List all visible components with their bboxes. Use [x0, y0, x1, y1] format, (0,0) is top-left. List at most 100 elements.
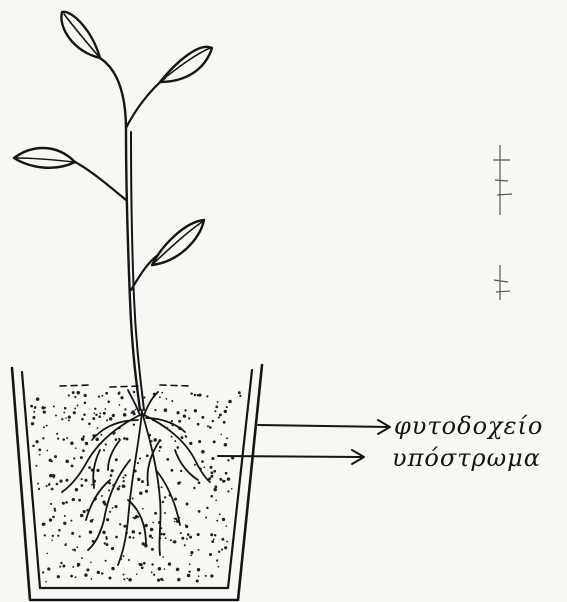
substrate-particle	[55, 415, 57, 417]
substrate-particle	[150, 528, 154, 532]
substrate-particle	[201, 460, 204, 463]
substrate-particle	[205, 575, 207, 577]
substrate-particle	[226, 541, 228, 543]
substrate-particle	[239, 395, 241, 397]
substrate-particle	[218, 566, 220, 568]
substrate-particle	[82, 449, 85, 452]
substrate-particle	[81, 557, 83, 559]
substrate-particle	[201, 450, 205, 454]
substrate-particle	[124, 408, 126, 410]
substrate-particle	[197, 568, 200, 571]
substrate-particle	[180, 470, 182, 472]
substrate-particle	[72, 549, 74, 551]
substrate-particle	[210, 475, 213, 478]
substrate-particle	[168, 562, 171, 565]
substrate-particle	[222, 518, 225, 521]
substrate-particle	[194, 394, 196, 396]
substrate-particle	[135, 409, 137, 411]
substrate-particle	[81, 478, 83, 480]
substrate-particle	[205, 516, 207, 518]
substrate-particle	[45, 581, 47, 583]
scan-marks	[493, 145, 512, 300]
substrate-particle	[231, 488, 233, 490]
substrate-particle	[62, 502, 65, 505]
substrate-particle	[109, 511, 111, 513]
leaf	[61, 12, 100, 58]
substrate-particle	[209, 426, 212, 429]
substrate-particle	[151, 563, 153, 565]
substrate-particle	[115, 438, 118, 441]
substrate-particle	[191, 555, 193, 557]
substrate-particle	[159, 396, 161, 398]
substrate-particle	[91, 484, 93, 486]
substrate-particle	[221, 434, 223, 436]
substrate-particle	[90, 561, 92, 563]
substrate-particle	[201, 416, 204, 419]
substrate-particle	[166, 458, 169, 461]
substrate-particle	[50, 503, 52, 505]
substrate-particle	[52, 516, 55, 519]
substrate-particle	[61, 418, 63, 420]
pot	[12, 365, 262, 600]
substrate-particle	[50, 460, 52, 462]
substrate-particle	[165, 537, 167, 539]
substrate-particle	[215, 499, 217, 501]
substrate-particle	[46, 425, 48, 427]
substrate-particle	[105, 443, 107, 445]
substrate-particle	[141, 480, 144, 483]
substrate-particle	[46, 450, 48, 452]
substrate-particle	[145, 524, 148, 527]
substrate-particle	[133, 412, 136, 415]
substrate-particle	[63, 522, 66, 525]
substrate-particle	[158, 567, 162, 571]
substrate-particle	[139, 491, 142, 494]
substrate-particle	[225, 525, 227, 527]
substrate-particle	[43, 410, 46, 413]
substrate-particle	[178, 420, 181, 423]
substrate-particle	[37, 483, 39, 485]
substrate-particle	[224, 443, 228, 447]
substrate-particle	[213, 488, 217, 492]
substrate-particle	[92, 417, 95, 420]
substrate-particle	[98, 415, 101, 418]
substrate-particle	[84, 402, 87, 405]
substrate-particle	[225, 472, 228, 475]
substrate-particle	[151, 548, 154, 551]
substrate-particle	[74, 407, 76, 409]
substrate-particle	[196, 579, 199, 582]
substrate-particle	[180, 532, 182, 534]
substrate-particle	[226, 437, 228, 439]
substrate-particle	[77, 565, 79, 567]
substrate-particle	[78, 499, 81, 502]
substrate-particle	[224, 410, 227, 413]
substrate-particle	[126, 578, 128, 580]
substrate-particle	[162, 556, 164, 558]
substrate-particle	[86, 568, 89, 571]
substrate-particle	[123, 485, 126, 488]
substrate-particle	[194, 464, 196, 466]
substrate-particle	[151, 537, 153, 539]
substrate-particle	[83, 510, 86, 513]
substrate-particle	[118, 391, 120, 393]
substrate-particle	[97, 427, 99, 429]
substrate-particle	[76, 546, 78, 548]
substrate-particle	[216, 520, 218, 522]
substrate-particle	[80, 484, 83, 487]
substrate-particle	[72, 566, 74, 568]
substrate-particle	[142, 508, 144, 510]
substrate-particle	[221, 549, 223, 551]
substrate-particle	[56, 433, 58, 435]
substrate-particle	[101, 395, 103, 397]
substrate-particle	[227, 477, 230, 480]
substrate-particle	[38, 448, 41, 451]
substrate-particle	[159, 450, 161, 452]
substrate-particle	[187, 574, 190, 577]
substrate-particle	[175, 518, 177, 520]
substrate-particle	[214, 485, 217, 488]
leaf	[152, 220, 204, 265]
substrate-particle	[181, 436, 184, 439]
substrate-particle	[226, 406, 228, 408]
substrate-particle	[223, 480, 225, 482]
substrate-particle	[49, 483, 51, 485]
